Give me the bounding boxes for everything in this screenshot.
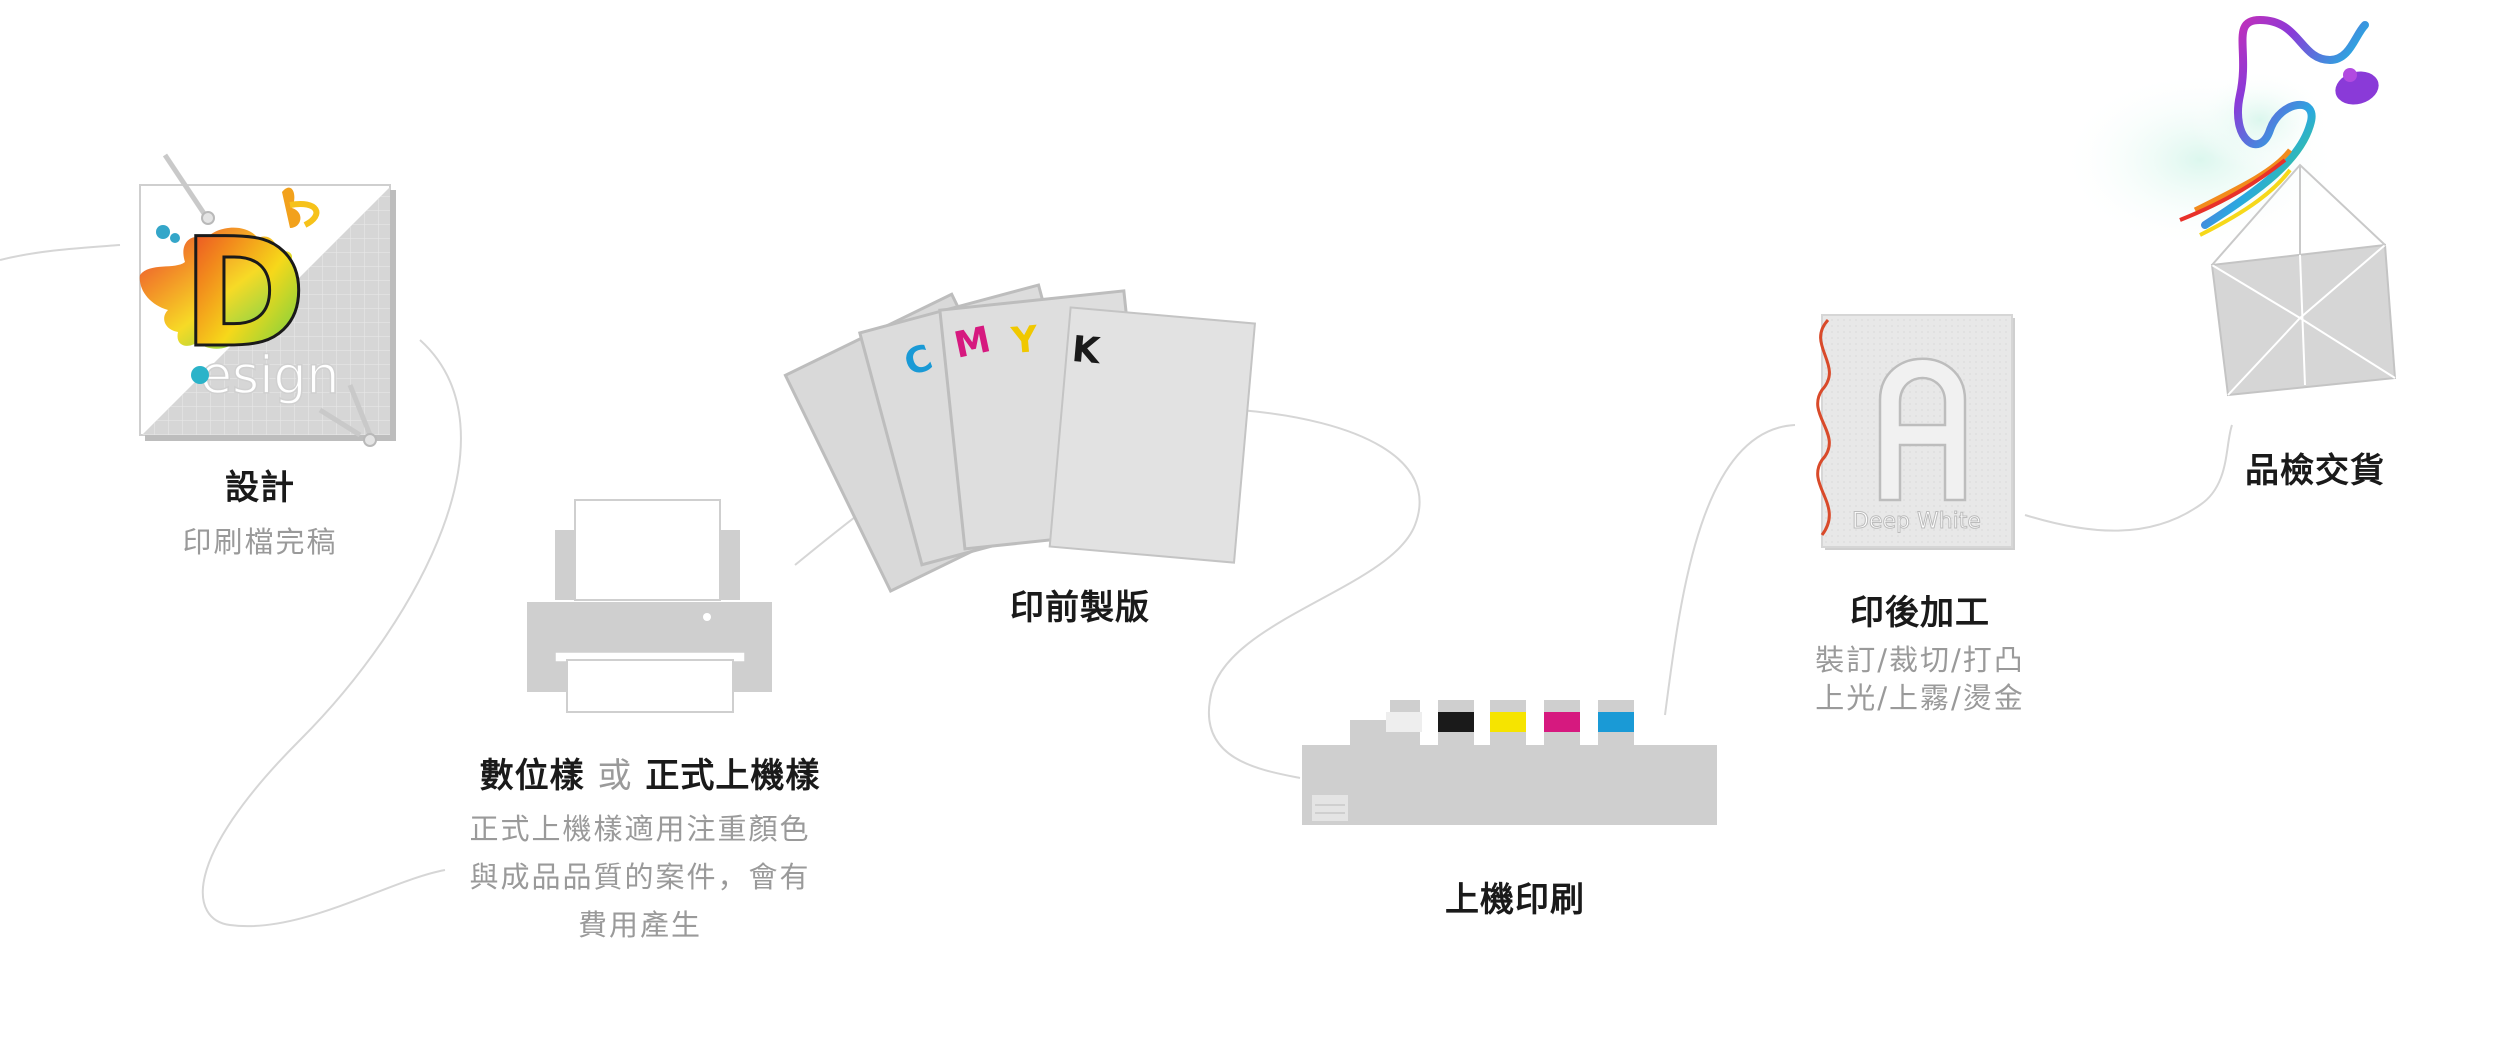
step-proof-desc: 正式上機樣適用注重顏色 與成品品質的案件，會有 費用產生 [450, 805, 830, 949]
logo-letter-d: D [182, 207, 307, 381]
plate-m-label: M [951, 319, 995, 367]
step-proof-title-or: 或 [597, 756, 633, 796]
step-postpress-desc: 裝訂/裁切/打凸 上光/上霧/燙金 [1780, 641, 2060, 717]
step-proof-desc-line: 與成品品質的案件，會有 [469, 860, 811, 894]
step-design-title: 設計 [225, 468, 295, 508]
step-proof-desc-line: 正式上機樣適用注重顏色 [469, 812, 811, 846]
step-postpress-desc-line: 上光/上霧/燙金 [1815, 681, 2025, 715]
step-proof-title-a: 數位樣 [479, 756, 585, 796]
step-proof-title: 數位樣 或 正式上機樣 [470, 748, 830, 797]
step-prepress-title: 印前製版 [1010, 588, 1150, 628]
step-postpress-desc-line: 裝訂/裁切/打凸 [1815, 643, 2025, 677]
paper-label: Deep White [1852, 509, 1981, 534]
step-delivery-title: 品檢交貨 [2245, 451, 2385, 491]
plate-k-label: K [1070, 329, 1102, 372]
logo-word: esign [200, 346, 340, 406]
step-proof-title-b: 正式上機樣 [645, 756, 821, 796]
step-design-subtitle: 印刷檔完稿 [182, 525, 338, 559]
plate-y-label: Y [1009, 319, 1040, 362]
step-proof-desc-line: 費用產生 [577, 908, 702, 942]
step-postpress-title: 印後加工 [1850, 593, 1990, 633]
step-printing-title: 上機印刷 [1445, 880, 1585, 920]
